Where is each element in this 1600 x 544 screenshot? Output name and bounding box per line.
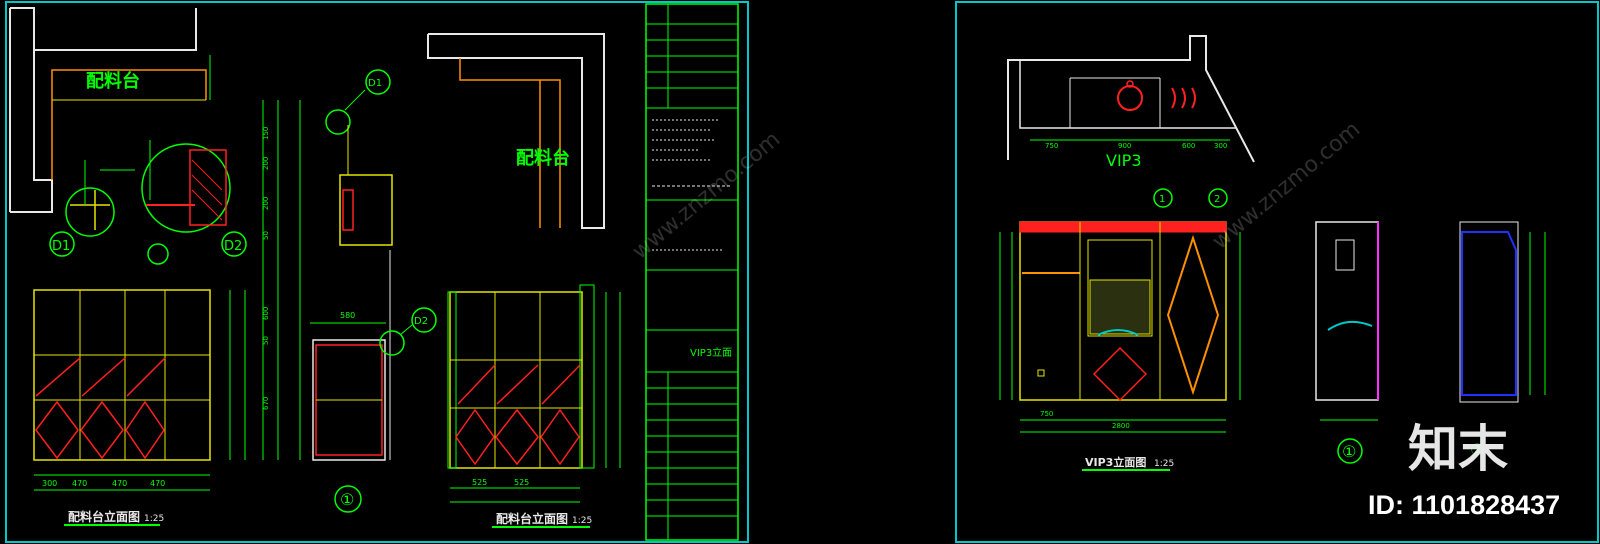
elev2-scale: 1:25 xyxy=(572,516,592,526)
elev1-scale: 1:25 xyxy=(144,514,164,524)
elev-dim-2: 2800 xyxy=(1112,422,1130,430)
elevation-2: 525 525 配料台立面图 1:25 xyxy=(447,284,621,528)
title-block-drawing-name: VIP3立面 xyxy=(690,346,732,359)
vip3-elev-title: VIP3立面图 xyxy=(1085,455,1146,469)
vip3-plan-view: 750 900 600 300 VIP3 xyxy=(1007,35,1255,170)
elev2-dim-2: 525 xyxy=(514,478,529,487)
vip3-elev-scale: 1:25 xyxy=(1154,459,1174,469)
title-block: VIP3立面 xyxy=(645,3,739,541)
elev1-dim-3: 470 xyxy=(112,479,127,488)
watermark-site-1: www.znzmo.com xyxy=(628,127,785,265)
left-sheet-frame xyxy=(5,1,749,543)
plan-dim-1: 750 xyxy=(1045,142,1058,150)
detail-d2: D2 xyxy=(141,140,247,257)
vip3-section-marker: ① xyxy=(1342,442,1356,461)
section-marker: ① xyxy=(340,490,354,509)
watermark-logo: 知末 xyxy=(1408,420,1508,478)
right-sheet-frame xyxy=(955,1,1599,543)
elev1-dim-4: 470 xyxy=(150,479,165,488)
elev-callout-2: 2 xyxy=(1214,194,1220,205)
vip3-elevation: 750 2800 1 2 VIP3立面图 1:25 xyxy=(999,188,1241,471)
elev1-title: 配料台立面图 xyxy=(68,509,140,524)
detail-d2-label: D2 xyxy=(224,239,242,254)
vip3-section-marker-2: ② xyxy=(1470,440,1484,459)
section-dim-4: 50 xyxy=(262,231,270,240)
watermark-id: ID: 1101828437 xyxy=(1368,490,1560,520)
plan-1-label: 配料台 xyxy=(86,70,140,92)
plan-view-2: 配料台 xyxy=(427,33,605,229)
section-callout-d1: D1 xyxy=(368,78,382,89)
elev1-dim-1: 300 xyxy=(42,479,57,488)
section-dim-7: 670 xyxy=(262,397,270,410)
vip3-side-section-1: ① xyxy=(1315,221,1379,464)
elev-dim-1: 750 xyxy=(1040,410,1053,418)
vip3-side-section-2: ② xyxy=(1459,221,1546,459)
plan-2-label: 配料台 xyxy=(516,147,570,169)
section-callout-d2: D2 xyxy=(414,316,428,327)
right-drawing-sheet: 750 900 600 300 VIP3 750 2800 xyxy=(955,1,1599,543)
elev1-dim-2: 470 xyxy=(72,479,87,488)
detail-d1: D1 xyxy=(49,160,135,257)
elev-callout-1: 1 xyxy=(1159,194,1165,205)
left-drawing-sheet: 配料台 D1 D2 xyxy=(5,1,749,543)
plan-dim-2: 900 xyxy=(1118,142,1131,150)
section-dim-1: 150 xyxy=(262,127,270,140)
plan-view-1: 配料台 xyxy=(9,7,211,213)
plan-dim-4: 300 xyxy=(1214,142,1227,150)
vip3-plan-label: VIP3 xyxy=(1106,151,1142,170)
elev2-title: 配料台立面图 xyxy=(496,511,568,526)
elevation-1: 300 470 470 470 配料台立面图 1:25 xyxy=(33,243,246,526)
watermark-site-2: www.znzmo.com xyxy=(1208,117,1365,255)
section-dim-6: 50 xyxy=(262,336,270,345)
plan-dim-3: 600 xyxy=(1182,142,1195,150)
section-dim-3: 200 xyxy=(262,197,270,210)
section-dim-2: 200 xyxy=(262,157,270,170)
detail-d1-label: D1 xyxy=(52,239,70,254)
section-dim-5: 600 xyxy=(262,307,270,320)
section-view: 150 200 200 50 600 50 670 D1 580 D2 xyxy=(262,69,437,513)
section-width: 580 xyxy=(340,311,355,320)
elev2-dim-1: 525 xyxy=(472,478,487,487)
